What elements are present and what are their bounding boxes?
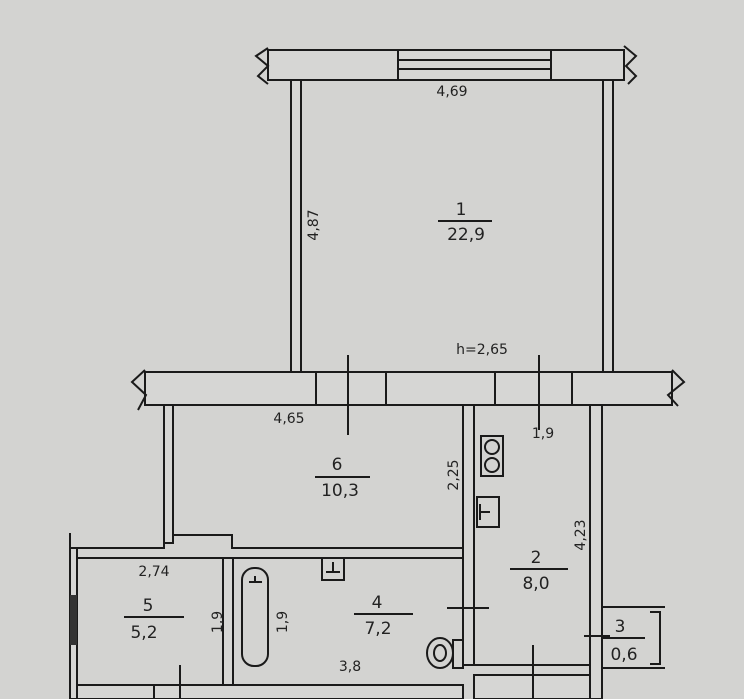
room-3-closet	[584, 606, 665, 669]
room-1-label: 1 22,9	[438, 200, 492, 245]
svg-text:5,2: 5,2	[130, 623, 157, 643]
room-4-label: 4 7,2	[354, 593, 413, 639]
wall	[462, 404, 475, 666]
svg-text:22,9: 22,9	[447, 225, 485, 245]
top-wall	[254, 45, 638, 85]
bathtub-icon	[241, 567, 269, 667]
svg-text:1: 1	[456, 200, 467, 220]
room-5-label: 5 5,2	[124, 596, 184, 643]
wall	[290, 79, 302, 373]
dim-room2-width: 1,9	[532, 426, 554, 442]
ceiling-height: h=2,65	[456, 342, 508, 358]
stove-icon	[480, 435, 504, 477]
toilet-icon	[426, 637, 464, 669]
dim-room4-depth: 1,9	[275, 611, 291, 633]
svg-text:6: 6	[332, 455, 343, 475]
dim-room1-depth: 4,87	[306, 209, 322, 240]
svg-text:8,0: 8,0	[522, 574, 549, 594]
sink-icon	[476, 496, 500, 528]
dim-room2-depth: 4,23	[573, 519, 589, 550]
svg-text:5: 5	[143, 596, 154, 616]
svg-text:3: 3	[615, 617, 626, 637]
room-6-label: 6 10,3	[315, 455, 370, 501]
wall	[76, 684, 464, 699]
wall	[602, 79, 614, 373]
dim-top-width: 4,69	[436, 84, 467, 100]
middle-wall	[130, 355, 686, 435]
window	[70, 595, 77, 645]
wall	[163, 404, 174, 544]
svg-text:0,6: 0,6	[610, 645, 637, 665]
dim-room4-width: 3,8	[339, 659, 361, 675]
washbasin-icon	[321, 557, 345, 581]
room-3-label: 3 0,6	[603, 617, 645, 665]
svg-text:10,3: 10,3	[321, 481, 359, 501]
svg-text:2: 2	[531, 548, 542, 568]
window	[397, 49, 552, 81]
svg-text:4: 4	[372, 593, 383, 613]
dim-room6-depth: 2,25	[446, 459, 462, 490]
dim-room5-width: 2,74	[138, 564, 169, 580]
room-2-label: 2 8,0	[510, 548, 568, 594]
wall	[589, 404, 603, 699]
dim-room5-depth: 1,9	[210, 611, 226, 633]
dim-room6-width: 4,65	[273, 411, 304, 427]
svg-text:7,2: 7,2	[364, 619, 391, 639]
